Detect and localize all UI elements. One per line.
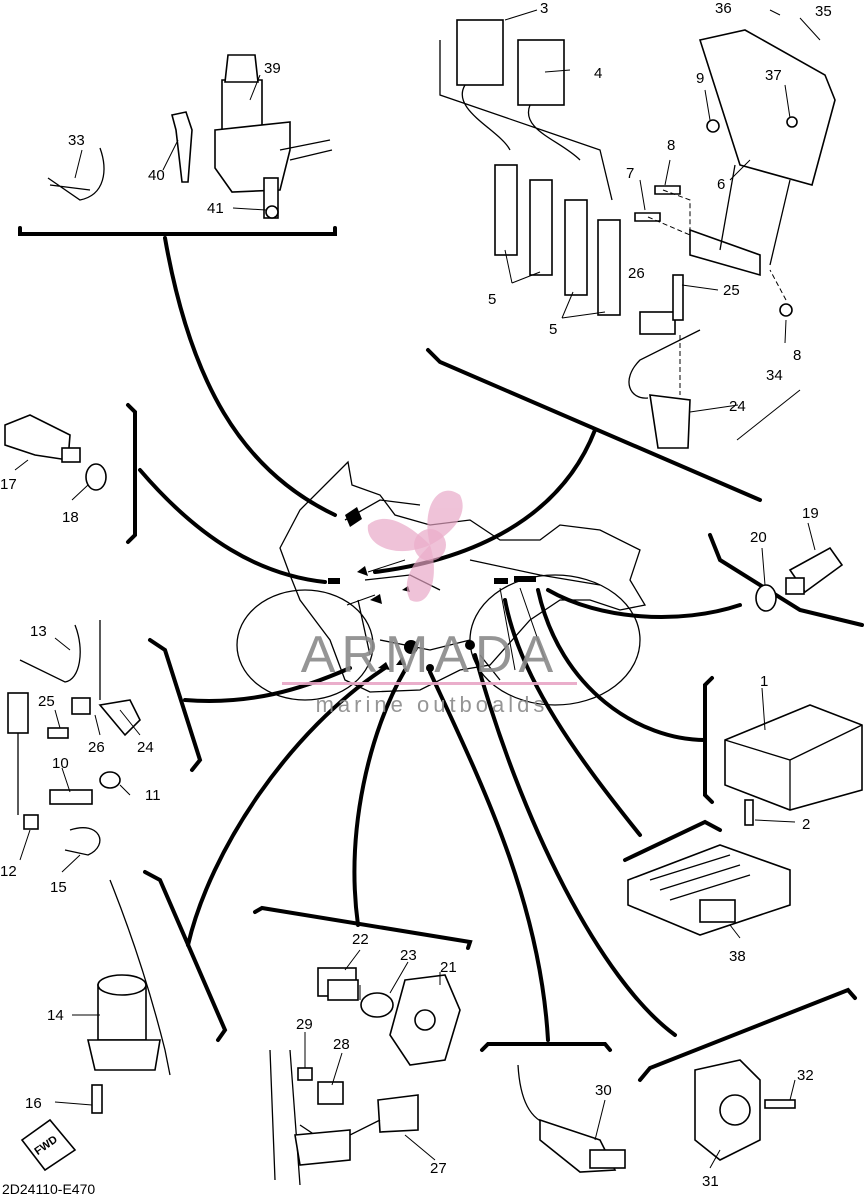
- callout-18: 18: [62, 509, 79, 526]
- callout-2: 2: [802, 816, 810, 833]
- callout-25: 25: [38, 693, 55, 710]
- callout-8: 8: [793, 347, 801, 364]
- group-brackets: [18, 226, 864, 1082]
- speed-sensor-group: [269, 967, 461, 1186]
- callout-26: 26: [628, 265, 645, 282]
- pressure-sensor-group: [755, 546, 844, 612]
- temp-sensor-group: [4, 414, 107, 491]
- callout-31: 31: [702, 1173, 719, 1190]
- callout-34: 34: [766, 367, 783, 384]
- tps-group: [694, 1059, 796, 1161]
- callout-1: 1: [760, 673, 768, 690]
- watermark-tagline: marine outboalds: [316, 692, 549, 717]
- callout-15: 15: [50, 879, 67, 896]
- callout-22: 22: [352, 931, 369, 948]
- callout-13: 13: [30, 623, 47, 640]
- o2-sensor-group: [517, 1064, 626, 1173]
- callout-21: 21: [440, 959, 457, 976]
- callout-5: 5: [488, 291, 496, 308]
- solenoid-group: [20, 879, 171, 1172]
- callout-24: 24: [729, 398, 746, 415]
- callout-35: 35: [815, 3, 832, 20]
- callout-5: 5: [549, 321, 557, 338]
- ignition-switch-group: [47, 54, 333, 219]
- callout-41: 41: [207, 200, 224, 217]
- callout-12: 12: [0, 863, 17, 880]
- callout-39: 39: [264, 60, 281, 77]
- rectifier-group: [627, 844, 791, 936]
- callout-33: 33: [68, 132, 85, 149]
- callout-30: 30: [595, 1082, 612, 1099]
- callout-17: 17: [0, 476, 17, 493]
- ecu-group: [724, 704, 863, 826]
- callout-9: 9: [696, 70, 704, 87]
- crank-sensor-group: [7, 620, 141, 856]
- connector-curves: [138, 236, 742, 1042]
- callout-26: 26: [88, 739, 105, 756]
- watermark-brand: ARMADA: [301, 626, 559, 684]
- callout-3: 3: [540, 0, 548, 17]
- callout-38: 38: [729, 948, 746, 965]
- callout-4: 4: [594, 65, 602, 82]
- callout-11: 11: [145, 787, 161, 804]
- callout-25: 25: [723, 282, 740, 299]
- callout-28: 28: [333, 1036, 350, 1053]
- callout-labels: 1 2 3 4 5 5 6 7 8 8 9 10 11 12 13 14 15 …: [0, 0, 832, 1190]
- callout-32: 32: [797, 1067, 814, 1084]
- callout-10: 10: [52, 755, 69, 772]
- leader-lines: [14, 9, 821, 1169]
- callout-40: 40: [148, 167, 165, 184]
- callout-27: 27: [430, 1160, 447, 1177]
- callout-29: 29: [296, 1016, 313, 1033]
- ignition-coil-group: [439, 19, 836, 449]
- callout-7: 7: [626, 165, 634, 182]
- propeller-logo: [367, 490, 463, 602]
- callout-8: 8: [667, 137, 675, 154]
- callout-14: 14: [47, 1007, 64, 1024]
- callout-36: 36: [715, 0, 732, 17]
- callout-6: 6: [717, 176, 725, 193]
- callout-24: 24: [137, 739, 154, 756]
- callout-20: 20: [750, 529, 767, 546]
- callout-19: 19: [802, 505, 819, 522]
- callout-37: 37: [765, 67, 782, 84]
- callout-16: 16: [25, 1095, 42, 1112]
- watermark: ARMADA marine outboalds: [282, 490, 577, 717]
- diagram-code: 2D24110-E470: [2, 1181, 95, 1197]
- callout-23: 23: [400, 947, 417, 964]
